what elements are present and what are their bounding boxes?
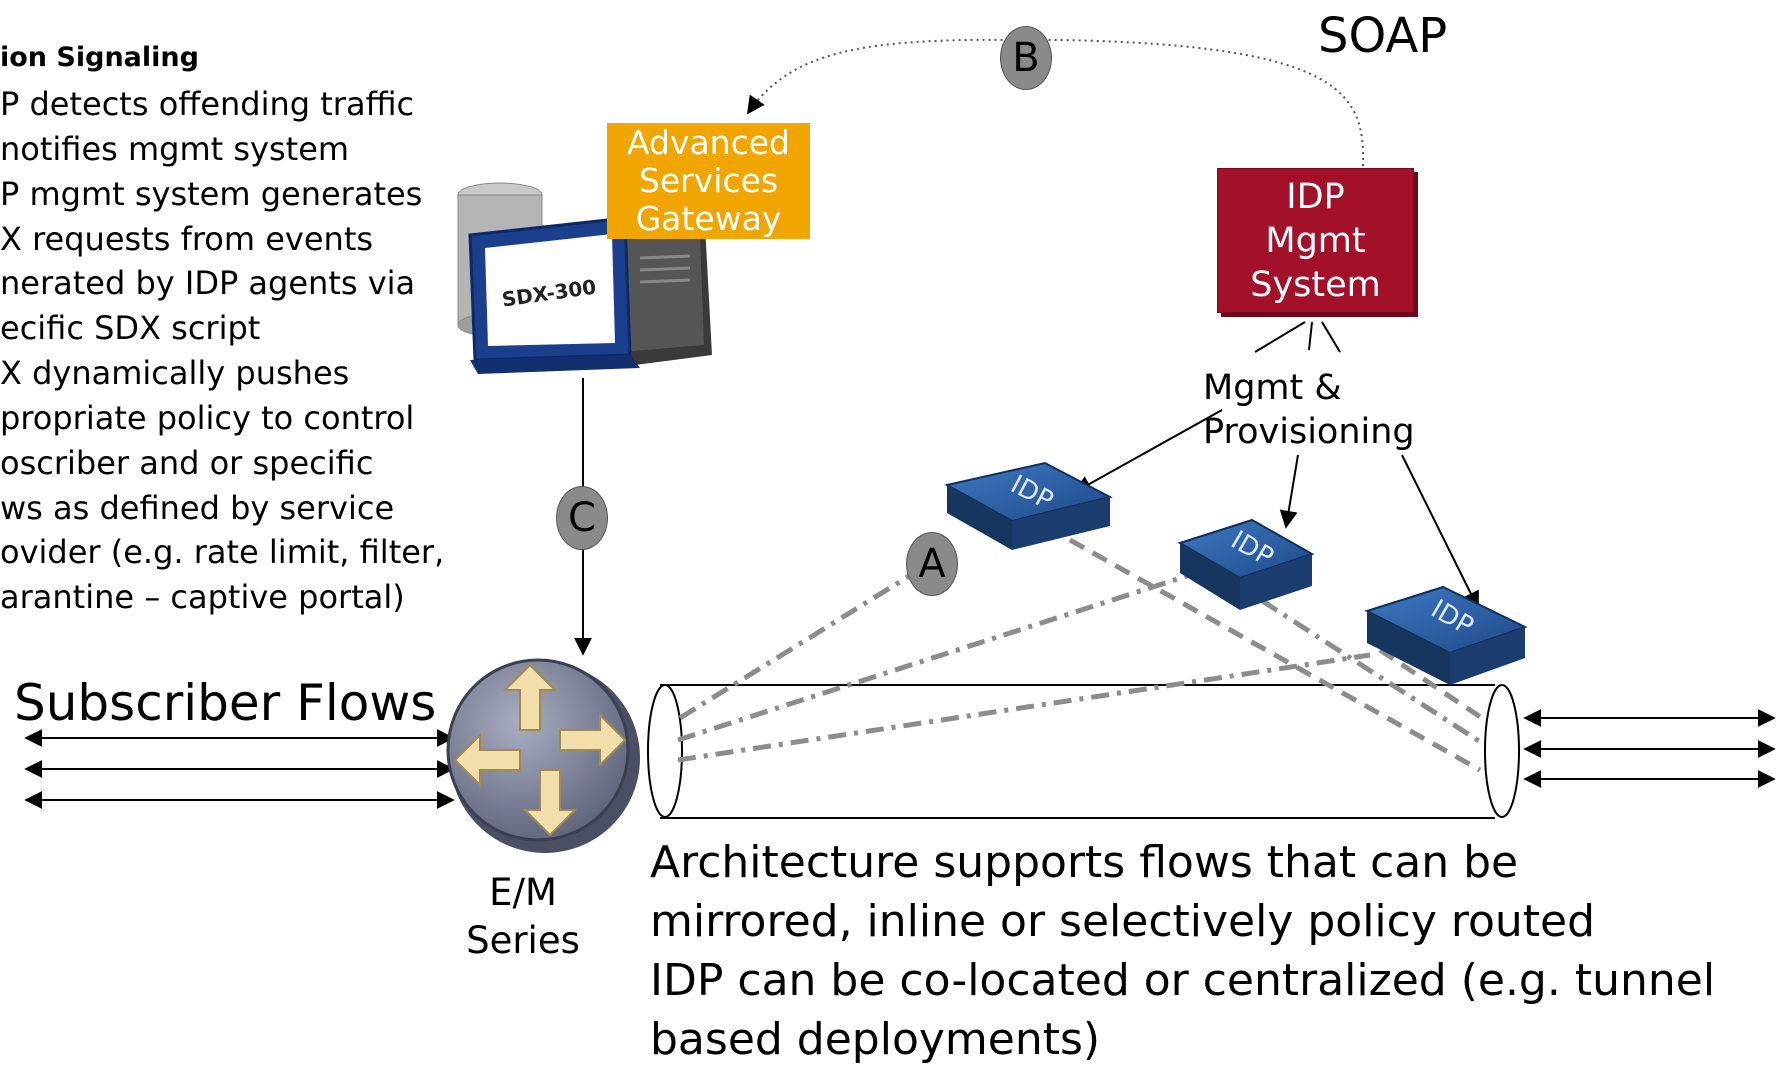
router-icon [446,658,640,853]
idp-device-3: IDP [1364,585,1528,685]
panel-line: notifies mgmt system [0,130,350,168]
panel-line: X dynamically pushes [0,354,350,392]
panel-line: P detects offending traffic [0,85,415,123]
panel-line: ws as defined by service [0,489,395,527]
router-label-line: Series [466,919,580,962]
mgmt-fan-lines [1254,321,1341,353]
panel-line: ovider (e.g. rate limit, filter, [0,533,445,571]
badge-a: A [906,532,958,596]
mgmt-provisioning-line: Provisioning [1203,412,1415,452]
architecture-line: Architecture supports flows that can be [650,837,1519,888]
router-label-line: E/M [489,871,557,914]
idp-mgmt-system-box: IDP Mgmt System [1217,168,1414,313]
sdx-server-icon [457,182,712,374]
panel-line: arantine – captive portal) [0,578,405,616]
idp-flow-lines [677,537,1487,773]
idp-mgmt-line: System [1250,264,1381,305]
panel-line: oscriber and or specific [0,444,374,482]
mgmt-provisioning-line: Mgmt & [1203,368,1342,408]
mgmt-provisioning-label: Mgmt & Provisioning [1203,366,1415,454]
panel-line: X requests from events [0,220,374,258]
soap-label: SOAP [1318,8,1448,64]
architecture-line: based deployments) [650,1014,1101,1065]
architecture-line: mirrored, inline or selectively policy r… [650,896,1596,947]
badge-b: B [1000,26,1052,90]
panel-line: nerated by IDP agents via [0,264,416,302]
badge-c: C [556,486,608,550]
idp-device-1: IDP [944,461,1113,550]
gateway-line: Gateway [635,199,782,238]
architecture-description: Architecture supports flows that can be … [650,833,1715,1069]
architecture-line: IDP can be co-located or centralized (e.… [650,955,1716,1006]
subscriber-flow-arrows-left [24,729,455,809]
panel-line: P mgmt system generates [0,175,423,213]
idp-mgmt-line: Mgmt [1265,220,1366,261]
idp-mgmt-line: IDP [1286,176,1345,217]
panel-line: propriate policy to control [0,399,415,437]
gateway-line: Advanced [626,123,790,162]
router-label: E/M Series [458,869,588,965]
provisioning-arrows [1073,409,1479,610]
subscriber-flow-arrows-right [1523,709,1776,788]
panel-line: ecific SDX script [0,309,261,347]
idp-device-2: IDP [1177,518,1315,610]
soap-connector [746,38,1365,167]
panel-title: ion Signaling [0,42,199,73]
tunnel-pipe [647,684,1520,819]
subscriber-flows-label: Subscriber Flows [14,674,437,732]
gateway-line: Services [638,161,779,200]
advanced-services-gateway-box: Advanced Services Gateway [607,123,810,239]
